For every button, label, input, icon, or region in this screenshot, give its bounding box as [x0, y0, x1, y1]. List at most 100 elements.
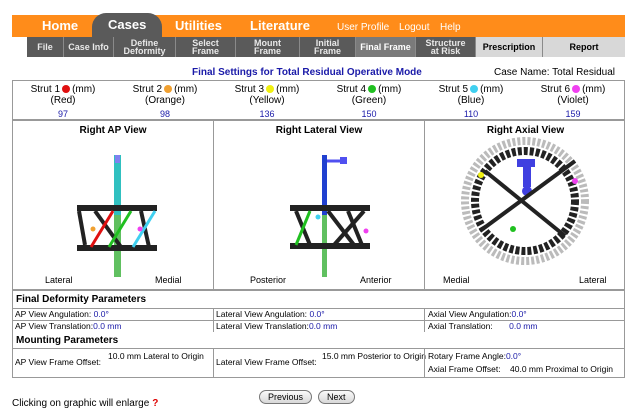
axial-frame-offset-value: 40.0 mm Proximal to Origin — [510, 364, 613, 374]
strut-label: Strut 6 — [540, 84, 571, 95]
strut-value: 136 — [259, 109, 275, 119]
strut-unit: (mm) — [582, 84, 606, 95]
lateral-view-title: Right Lateral View — [275, 125, 363, 136]
strut-color-dot — [266, 85, 275, 94]
case-name: Case Name: Total Residual — [494, 67, 615, 78]
help-link[interactable]: Help — [440, 22, 461, 33]
step-nav: File Case Info Define Deformity Select F… — [27, 37, 625, 57]
ap-frame-offset-label: AP View Frame Offset: — [15, 357, 101, 367]
parameters-panel: Final Deformity Parameters AP View Angul… — [12, 290, 625, 378]
deformity-translation-row: AP View Translation:0.0 mm Lateral View … — [13, 320, 624, 333]
strut-color-dot — [572, 85, 581, 94]
strut-4: Strut 4 (mm) (Green) 150 — [319, 84, 419, 119]
strut-unit: (mm) — [480, 84, 504, 95]
axial-frame-offset-label: Axial Frame Offset: — [428, 364, 501, 374]
mounting-title: Mounting Parameters — [16, 335, 119, 346]
ap-left-label: Lateral — [45, 275, 73, 285]
step-define-deformity[interactable]: Define Deformity — [114, 37, 176, 57]
strut-color-name: (Yellow) — [249, 95, 285, 106]
strut-color-name: (Blue) — [457, 95, 485, 106]
previous-button[interactable]: Previous — [259, 390, 313, 404]
lateral-angulation: Lateral View Angulation: 0.0° — [216, 309, 325, 319]
strut-unit: (mm) — [174, 84, 198, 95]
strut-table: Strut 1(mm) (Red) 97 Strut 2(mm) (Orange… — [12, 80, 625, 120]
top-nav: Home Cases Utilities Literature User Pro… — [12, 13, 625, 37]
final-deformity-title: Final Deformity Parameters — [16, 294, 147, 305]
col-divider — [213, 308, 214, 332]
strut-value: 110 — [463, 109, 479, 119]
step-final-frame[interactable]: Final Frame — [356, 37, 416, 57]
strut-color-name: (Violet) — [557, 95, 589, 106]
strut-color-name: (Orange) — [144, 95, 185, 106]
ap-frame-offset-value: 10.0 mm Lateral to Origin — [108, 351, 204, 361]
enlarge-hint-text: Clicking on graphic will enlarge — [12, 398, 150, 409]
mounting-row: AP View Frame Offset: 10.0 mm Lateral to… — [13, 348, 624, 378]
lateral-left-label: Posterior — [250, 275, 287, 285]
step-initial-frame[interactable]: Initial Frame — [300, 37, 356, 57]
step-structure-at-risk[interactable]: Structure at Risk — [416, 37, 476, 57]
step-prescription[interactable]: Prescription — [476, 37, 543, 57]
lateral-right-label: Anterior — [360, 275, 392, 285]
step-case-info[interactable]: Case Info — [64, 37, 114, 57]
page-title: Final Settings for Total Residual Operat… — [192, 67, 422, 78]
strut-unit: (mm) — [378, 84, 402, 95]
lateral-translation: Lateral View Translation:0.0 mm — [216, 321, 338, 331]
tab-home[interactable]: Home — [42, 18, 79, 33]
tab-literature[interactable]: Literature — [250, 18, 310, 33]
strut-unit: (mm) — [276, 84, 300, 95]
strut-value: 98 — [159, 109, 170, 119]
step-file[interactable]: File — [27, 37, 64, 57]
ap-translation: AP View Translation:0.0 mm — [15, 321, 122, 331]
rotary-frame-angle: Rotary Frame Angle:0.0° — [428, 351, 522, 361]
ap-view-title: Right AP View — [79, 125, 147, 136]
lateral-frame-offset-value: 15.0 mm Posterior to Origin — [322, 351, 426, 361]
ap-view-panel[interactable]: Right AP View Lateral Medial — [13, 121, 213, 289]
axial-view-title: Right Axial View — [486, 125, 565, 136]
strut-color-name: (Red) — [50, 95, 76, 106]
deformity-angulation-row: AP View Angulation: 0.0° Lateral View An… — [13, 308, 624, 321]
ap-angulation: AP View Angulation: 0.0° — [15, 309, 109, 319]
strut-2: Strut 2 (mm) (Orange) 98 — [115, 84, 215, 119]
strut-label: Strut 2 — [132, 84, 163, 95]
tab-utilities[interactable]: Utilities — [175, 18, 222, 33]
next-button[interactable]: Next — [318, 390, 355, 404]
col-divider — [424, 308, 425, 332]
ap-view-graphic[interactable] — [13, 121, 213, 289]
strut-label: Strut 4 — [336, 84, 367, 95]
logout-link[interactable]: Logout — [399, 22, 430, 33]
user-profile-link[interactable]: User Profile — [337, 22, 390, 33]
strut-color-dot — [368, 85, 377, 94]
col-divider — [213, 348, 214, 378]
strut-label: Strut 1 — [30, 84, 61, 95]
col-divider — [424, 348, 425, 378]
strut-6: Strut 6 (mm) (Violet) 159 — [523, 84, 623, 119]
axial-angulation: Axial View Angulation:0.0° — [428, 309, 527, 319]
tab-cases[interactable]: Cases — [92, 13, 163, 37]
axial-view-graphic[interactable] — [425, 121, 627, 289]
strut-3: Strut 3 (mm) (Yellow) 136 — [217, 84, 317, 119]
strut-value: 159 — [565, 109, 581, 119]
step-report[interactable]: Report — [543, 37, 625, 57]
strut-1: Strut 1(mm) (Red) 97 — [13, 84, 113, 119]
axial-view-panel[interactable]: Right Axial View Medial Lateral — [424, 121, 626, 289]
strut-label: Strut 3 — [234, 84, 265, 95]
strut-color-name: (Green) — [351, 95, 387, 106]
lateral-frame-offset-label: Lateral View Frame Offset: — [216, 357, 317, 367]
lateral-view-graphic[interactable] — [214, 121, 425, 289]
lateral-view-panel[interactable]: Right Lateral View Posterior Anterior — [213, 121, 424, 289]
step-select-frame[interactable]: Select Frame — [176, 37, 236, 57]
strut-color-dot — [470, 85, 479, 94]
strut-color-dot — [164, 85, 173, 94]
frame-views: Right AP View Lateral Medial Right Later… — [12, 120, 625, 290]
strut-unit: (mm) — [72, 84, 96, 95]
enlarge-hint: Clicking on graphic will enlarge? — [12, 398, 158, 409]
ap-right-label: Medial — [155, 275, 182, 285]
axial-left-label: Medial — [443, 275, 470, 285]
axial-translation: Axial Translation: 0.0 mm — [428, 321, 538, 331]
help-icon[interactable]: ? — [152, 398, 159, 409]
strut-value: 150 — [361, 109, 377, 119]
axial-right-label: Lateral — [579, 275, 607, 285]
strut-5: Strut 5 (mm) (Blue) 110 — [421, 84, 521, 119]
step-mount-frame[interactable]: Mount Frame — [236, 37, 300, 57]
strut-label: Strut 5 — [438, 84, 469, 95]
